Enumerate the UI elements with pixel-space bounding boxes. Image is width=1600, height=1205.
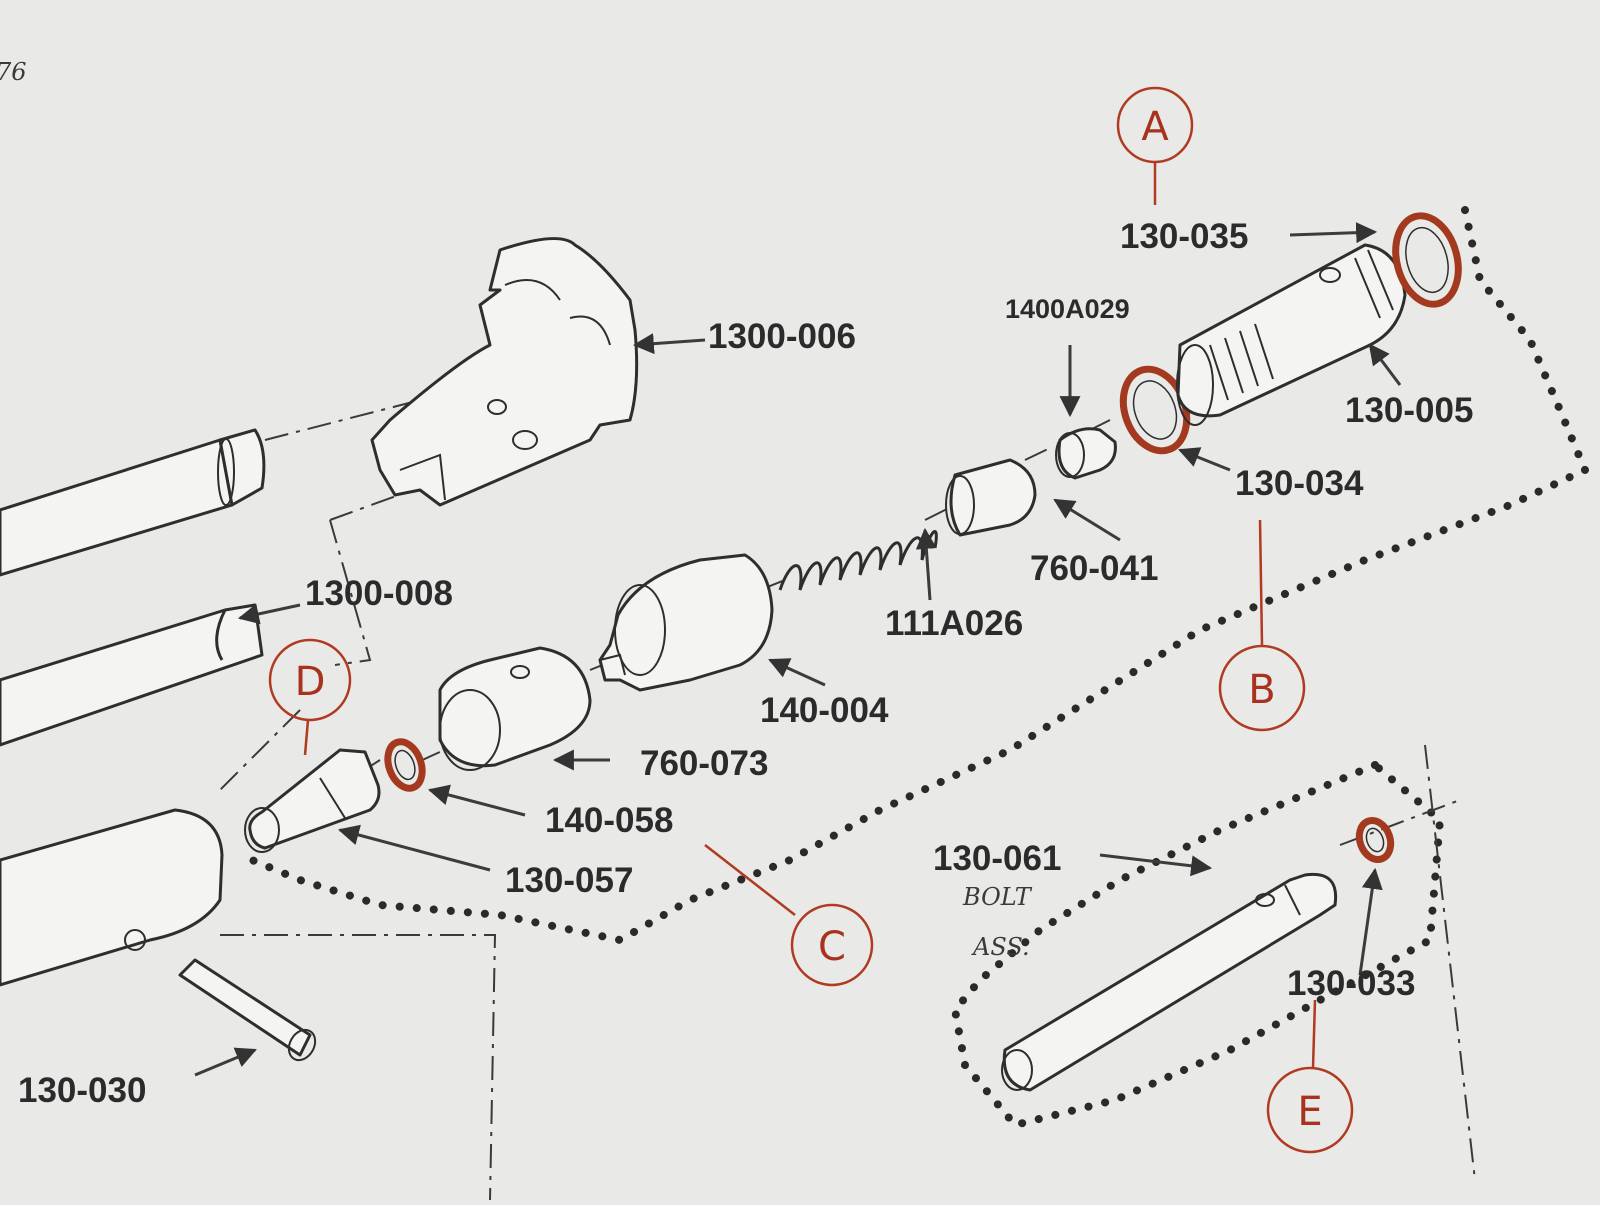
label-130-005: 130-005 (1345, 391, 1473, 430)
label-111A026: 111A026 (885, 604, 1023, 643)
dotted-boundary-lower (950, 761, 1445, 1130)
callout-c-letter: C (818, 924, 846, 970)
body-lower-part (0, 808, 224, 987)
callout-a: A (1116, 86, 1194, 205)
part-130-005 (1176, 243, 1407, 426)
label-130-033: 130-033 (1287, 964, 1415, 1003)
callout-d-letter: D (295, 659, 326, 705)
oring-140-058 (384, 738, 426, 792)
label-760-041: 760-041 (1030, 549, 1158, 588)
bolt-130-061 (1001, 872, 1338, 1092)
handwritten-ass: ASS. (971, 933, 1030, 961)
label-1300-008: 1300-008 (305, 574, 453, 613)
callout-b: B (1218, 519, 1306, 732)
callout-d: D (268, 638, 352, 756)
label-130-034: 130-034 (1235, 464, 1364, 503)
label-140-004: 140-004 (760, 691, 889, 730)
callout-e: E (1266, 999, 1354, 1154)
pin-130-030 (178, 958, 317, 1062)
label-760-073: 760-073 (640, 744, 768, 783)
label-130-035: 130-035 (1120, 217, 1248, 256)
oring-130-035 (1392, 212, 1462, 308)
callout-e-letter: E (1297, 1089, 1322, 1135)
part-140-004 (598, 553, 774, 692)
rod-upper-part (0, 428, 266, 577)
leader-arrows (194, 222, 1402, 1077)
oring-130-033 (1355, 817, 1395, 863)
callout-a-letter: A (1141, 104, 1169, 150)
callout-c: C (704, 844, 874, 987)
label-1400A029: 1400A029 (1005, 294, 1130, 324)
callout-b-letter: B (1248, 667, 1275, 713)
handwritten-bolt: BOLT (962, 883, 1033, 911)
label-130-030: 130-030 (18, 1071, 146, 1110)
spring-111A026 (778, 530, 938, 591)
label-130-057: 130-057 (505, 861, 633, 900)
label-140-058: 140-058 (545, 801, 673, 840)
part-760-073 (438, 646, 592, 771)
label-1300-006: 1300-006 (708, 317, 856, 356)
label-130-061: 130-061 (933, 839, 1061, 878)
housing-1300-006 (370, 237, 639, 507)
part-760-041 (945, 458, 1037, 537)
part-1400A029 (1055, 427, 1117, 480)
margin-note: 76 (0, 58, 27, 86)
part-130-057 (244, 748, 381, 853)
rod-middle-part-1300-008 (0, 603, 264, 747)
